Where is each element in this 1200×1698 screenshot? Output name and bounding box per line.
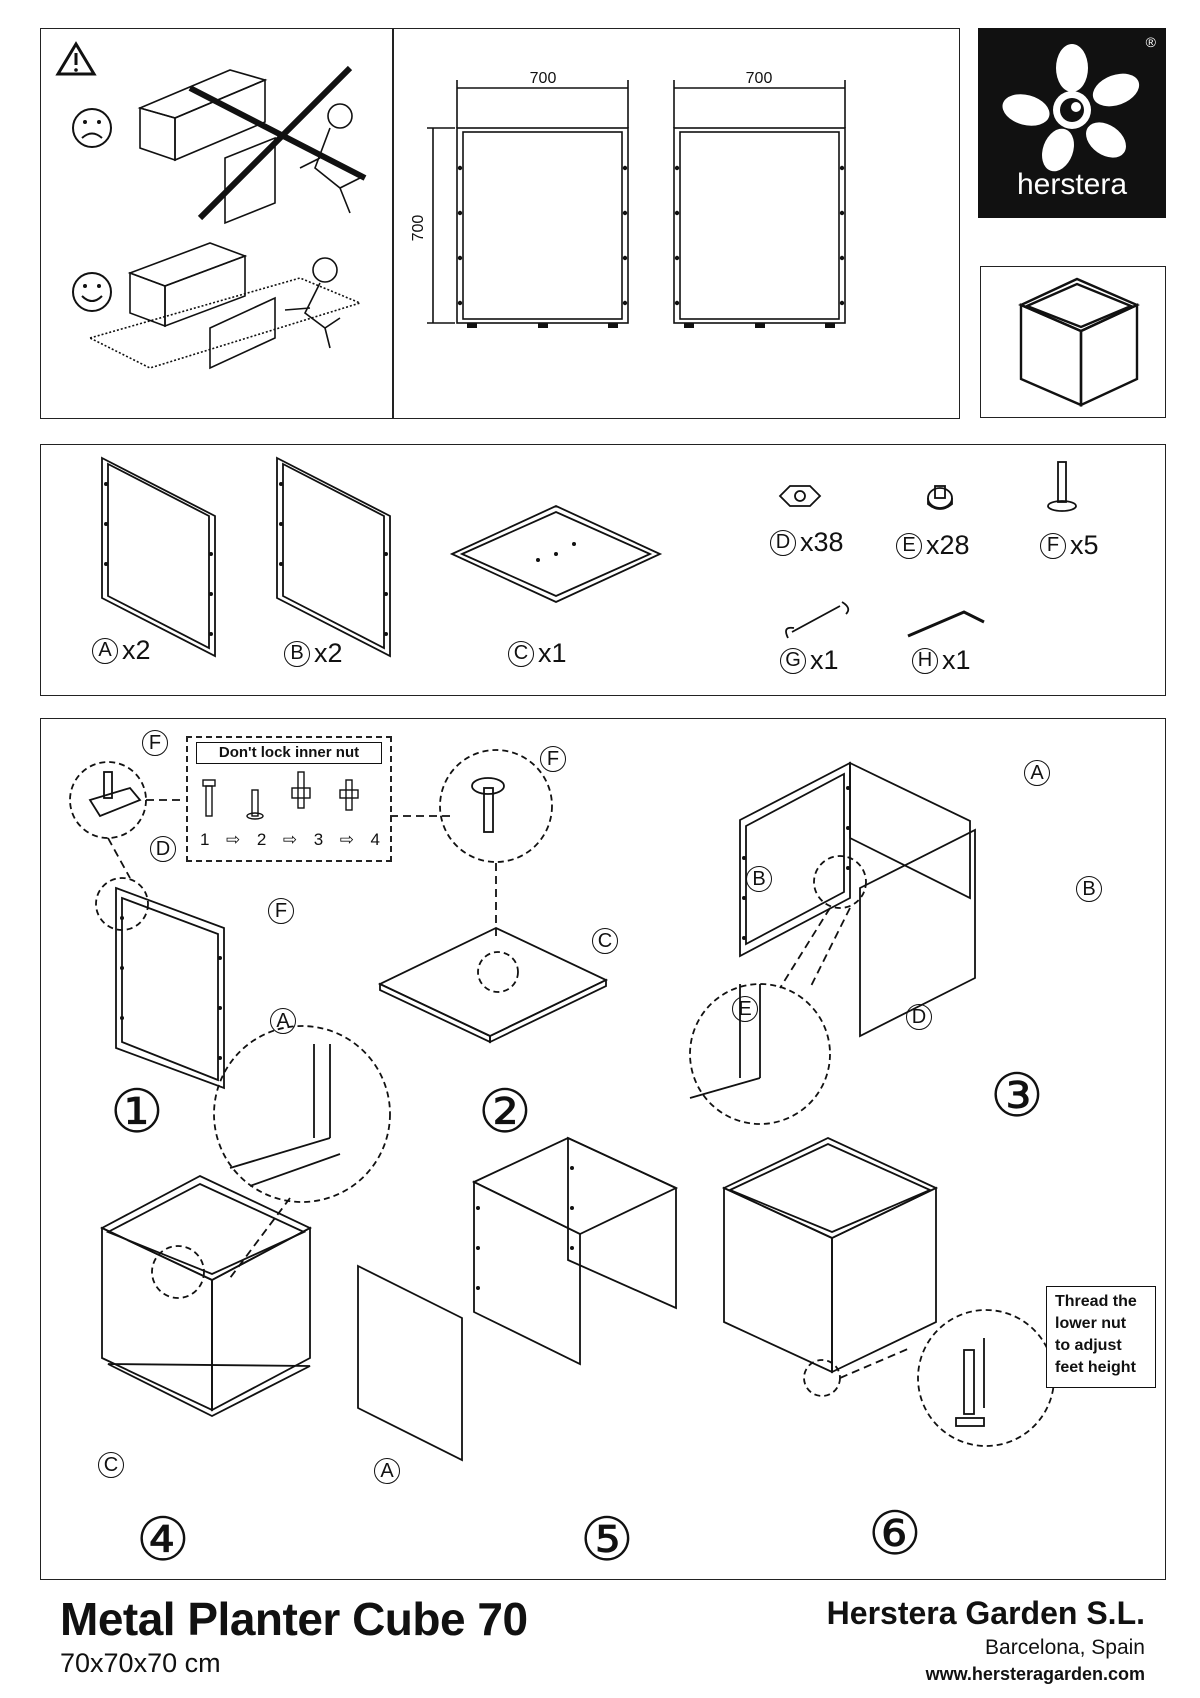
brand-logo: ® herstera: [978, 28, 1166, 218]
company-name: Herstera Garden S.L.: [826, 1595, 1145, 1631]
callout-c-step2: C: [592, 928, 618, 954]
step-number-4: ④: [136, 1506, 190, 1573]
registered-mark: ®: [1145, 34, 1156, 50]
height-label: 700: [410, 215, 427, 242]
callout-e-step3: E: [732, 996, 758, 1022]
callout-f-step2: F: [540, 746, 566, 772]
width-a-label: 700: [530, 70, 557, 87]
thread-note: Thread the lower nut to adjust feet heig…: [1046, 1286, 1156, 1388]
flower-logo-icon: [1002, 44, 1140, 172]
logo-text: herstera: [1016, 168, 1128, 201]
callout-f-step1: F: [142, 730, 168, 756]
safety-illustration: [55, 41, 367, 370]
warning-icon: [55, 41, 97, 76]
nut-sequence-drawing: [202, 771, 359, 820]
parts-panel: [40, 444, 1166, 696]
parts-drawing: [101, 456, 1077, 658]
nut-sequence: 1⇨ 2⇨ 3⇨ 4: [200, 830, 380, 849]
callout-b-left-step3: B: [746, 866, 772, 892]
callout-a-step5: A: [374, 1458, 400, 1484]
nut-note-title: Don't lock inner nut: [196, 742, 382, 764]
step-number-1: ①: [110, 1078, 164, 1145]
step-number-3: ③: [990, 1062, 1044, 1129]
step-number-6: ⑥: [868, 1500, 922, 1567]
callout-c-step4: C: [98, 1452, 124, 1478]
cube-icon: [1018, 277, 1140, 407]
callout-b-right-step3: B: [1076, 876, 1102, 902]
panel-divider: [392, 28, 394, 419]
product-title: Metal Planter Cube 70: [60, 1593, 528, 1645]
assembly-panel: [40, 718, 1166, 1580]
step-number-5: ⑤: [580, 1506, 634, 1573]
callout-f-frame: F: [268, 898, 294, 924]
dimension-drawing: 700 700 700: [410, 70, 846, 328]
step-number-2: ②: [478, 1078, 532, 1145]
company-url[interactable]: www.hersteragarden.com: [925, 1664, 1145, 1684]
callout-a-step3: A: [1024, 760, 1050, 786]
happy-face-icon: [72, 272, 112, 312]
correct-assembly-drawing: [87, 242, 363, 370]
product-size: 70x70x70 cm: [60, 1648, 221, 1678]
safety-panel: [40, 28, 960, 419]
sad-face-icon: [72, 108, 112, 148]
company-city: Barcelona, Spain: [985, 1636, 1145, 1659]
wrong-assembly-drawing: [137, 65, 367, 225]
callout-d-step1: D: [150, 836, 176, 862]
nut-note-box: [186, 736, 392, 862]
cube-thumbnail: [980, 266, 1166, 418]
callout-d-step3: D: [906, 1004, 932, 1030]
width-b-label: 700: [746, 70, 773, 87]
callout-a-frame: A: [270, 1008, 296, 1034]
